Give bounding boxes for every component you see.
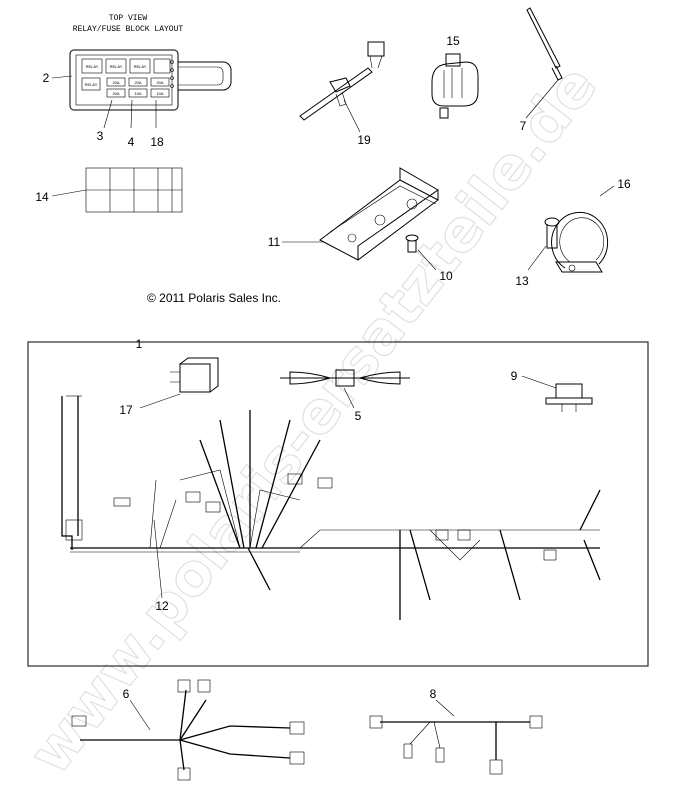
callout-3: 3 (97, 129, 104, 143)
cable-tie-clip (299, 41, 385, 121)
fuse-rating-2: 20A (134, 80, 141, 85)
callout-11: 11 (268, 235, 281, 249)
screw (405, 234, 419, 253)
relay-label-1: RELAY (86, 64, 99, 69)
bracket (319, 167, 439, 261)
callout-14: 14 (35, 190, 49, 204)
fuse-rating-4: 20A (112, 91, 119, 96)
callout-9: 9 (511, 369, 518, 383)
inline-fuse-holder (280, 369, 410, 387)
connector-15 (431, 53, 479, 119)
callout-15: 15 (446, 34, 460, 48)
relay-label-3: RELAY (134, 64, 147, 69)
main-harness (61, 395, 601, 620)
callout-10: 10 (439, 269, 453, 283)
copyright: © 2011 Polaris Sales Inc. (147, 291, 281, 305)
fuse-rating-1: 20A (112, 80, 119, 85)
watermark: www.polaris-ersatzteile.de (15, 52, 611, 787)
title-line-2: RELAY/FUSE BLOCK LAYOUT (73, 25, 184, 34)
bolt (544, 217, 560, 249)
label-card (85, 167, 183, 213)
fuse-rating-5: 10A (134, 91, 141, 96)
callout-12: 12 (155, 599, 169, 613)
callout-16: 16 (617, 177, 631, 191)
callout-5: 5 (355, 409, 362, 423)
title-line-1: TOP VIEW (109, 14, 148, 23)
fuse-rating-3: 20A (156, 80, 163, 85)
callout-6: 6 (123, 687, 130, 701)
callout-1: 1 (136, 337, 143, 351)
relay-label-4: RELAY (85, 82, 98, 87)
connector-9 (545, 383, 593, 412)
cable-tie-long (526, 7, 563, 81)
relay (170, 357, 219, 393)
callout-17: 17 (119, 403, 133, 417)
sub-harness-8 (369, 715, 543, 775)
callout-4: 4 (128, 135, 135, 149)
relay-label-2: RELAY (110, 64, 123, 69)
watermark-text: www.polaris-ersatzteile.de (15, 52, 610, 786)
main-harness-frame (27, 341, 649, 667)
fuse-rating-6: 10A (156, 91, 163, 96)
callout-19: 19 (357, 133, 371, 147)
callout-13: 13 (515, 274, 529, 288)
clamp (551, 211, 609, 273)
fuse-block: RELAY RELAY RELAY RELAY 20A 20A 20A 20A … (69, 49, 232, 111)
callout-7: 7 (520, 119, 527, 133)
callout-2: 2 (43, 71, 50, 85)
callout-18: 18 (150, 135, 164, 149)
sub-harness-6 (71, 679, 305, 781)
callout-8: 8 (430, 687, 437, 701)
